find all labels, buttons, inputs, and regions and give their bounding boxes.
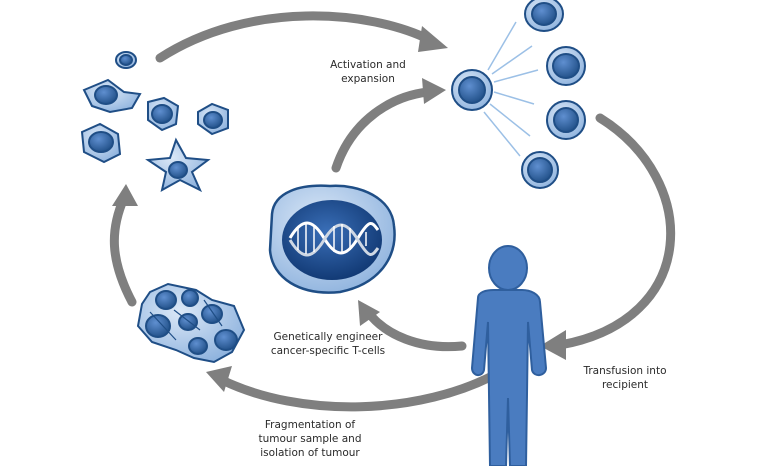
expansion-rays <box>483 21 539 157</box>
activation-label-line: Activation and <box>330 59 406 71</box>
arrowhead-icon <box>112 184 138 206</box>
t-cells-expanded <box>451 0 586 189</box>
tumour-cell-icon <box>82 78 142 114</box>
fragmentation-label-line: Fragmentation of <box>264 419 356 431</box>
tumour-cell-icon <box>145 137 211 193</box>
tumour-cell-icon <box>80 122 122 164</box>
fragmentation-label-line: isolation of tumour <box>260 447 360 459</box>
tumour-fragment-cluster <box>136 282 246 364</box>
engineered-cell-icon <box>268 184 396 294</box>
transfusion-label-line: Transfusion into <box>583 365 667 377</box>
activation-label-line: expansion <box>341 73 395 85</box>
engineer-label: Genetically engineer cancer-specific T-c… <box>262 330 394 358</box>
tumour-cell-icon <box>147 96 180 132</box>
transfusion-label-line: recipient <box>601 379 649 391</box>
t-cell-icon <box>521 151 559 189</box>
tumour-cell-icon <box>197 102 229 136</box>
arrowhead-icon <box>540 330 566 360</box>
engineer-label-line: cancer-specific T-cells <box>270 345 386 357</box>
cycle-arrow-icon <box>363 307 467 352</box>
arrowheads <box>112 26 566 392</box>
cycle-arrow-icon <box>555 113 676 350</box>
cycle-arrow-icon <box>331 87 433 173</box>
t-cell-icon <box>451 69 493 111</box>
fragmentation-label: Fragmentation of tumour sample and isola… <box>240 418 380 460</box>
transfusion-label: Transfusion into recipient <box>570 364 680 392</box>
cycle-arrow-icon <box>109 193 137 307</box>
tumour-cell-icon <box>115 51 137 69</box>
arrowhead-icon <box>418 26 448 52</box>
arrowhead-icon <box>206 366 232 392</box>
fragmentation-label-line: tumour sample and <box>258 433 362 445</box>
patient-figure-icon <box>470 245 548 467</box>
dna-helix-icon <box>288 221 380 257</box>
arrowhead-icon <box>422 78 446 104</box>
cycle-arrow-icon <box>155 11 435 63</box>
t-cell-icon <box>546 46 586 86</box>
cycle-arrow-icon <box>217 367 505 412</box>
cycle-arrows <box>109 11 676 412</box>
arrowhead-icon <box>358 300 380 326</box>
tumour-cells-cluster <box>80 51 229 193</box>
t-cell-icon <box>524 0 564 32</box>
engineer-label-line: Genetically engineer <box>273 331 383 343</box>
activation-label: Activation and expansion <box>312 58 424 86</box>
t-cell-icon <box>546 100 586 140</box>
